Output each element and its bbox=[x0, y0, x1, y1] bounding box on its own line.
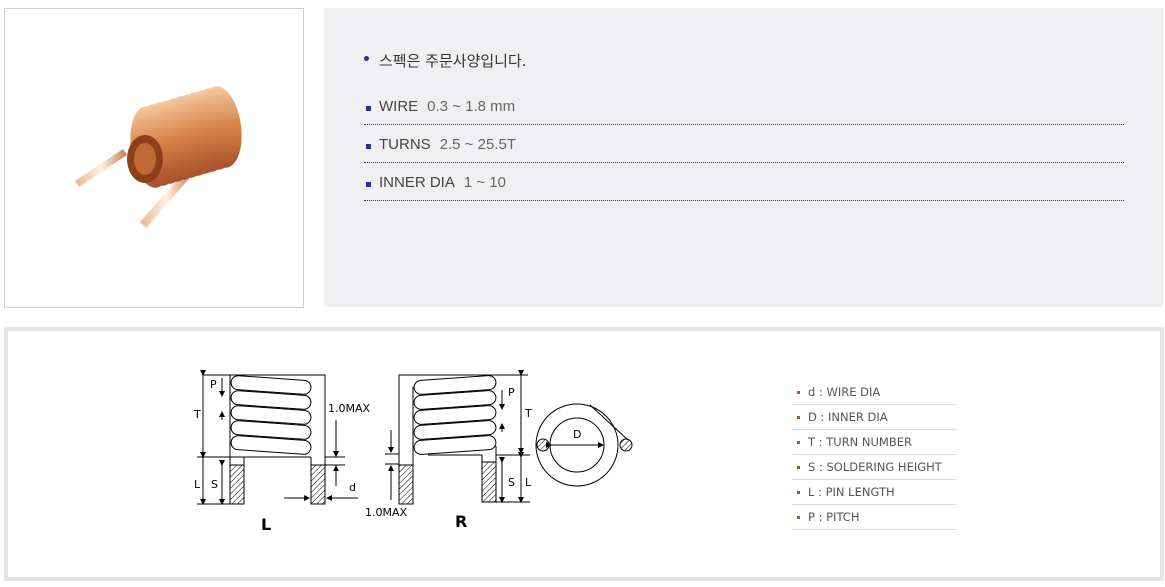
legend-item: S : SOLDERING HEIGHT bbox=[792, 455, 957, 480]
right-coil-drawing bbox=[385, 370, 530, 505]
label-wire-dia: d bbox=[349, 481, 356, 494]
dimension-legend: d : WIRE DIA D : INNER DIA T : TURN NUMB… bbox=[792, 380, 957, 530]
bullet-icon bbox=[366, 143, 371, 149]
spec-key: INNER DIA bbox=[379, 173, 455, 191]
spec-panel: 스펙은 주문사양입니다. WIRE 0.3 ~ 1.8 mm TURNS 2.5 ~… bbox=[324, 8, 1163, 307]
legend-text: d : WIRE DIA bbox=[808, 385, 881, 399]
spec-value: 1 ~ 10 bbox=[463, 173, 506, 191]
bullet-icon bbox=[366, 105, 371, 111]
dimension-panel: P T 1.0MAX L S d L 1.0MAX R P T S L D d … bbox=[4, 327, 1164, 581]
legend-text: L : PIN LENGTH bbox=[808, 485, 895, 499]
bullet-icon bbox=[797, 515, 800, 519]
bullet-icon bbox=[797, 415, 800, 419]
left-coil-drawing bbox=[197, 370, 358, 505]
legend-text: P : PITCH bbox=[808, 510, 860, 524]
legend-item: d : WIRE DIA bbox=[792, 380, 957, 405]
bullet-icon bbox=[364, 56, 369, 61]
bullet-icon bbox=[797, 490, 800, 494]
right-type-title: R bbox=[455, 512, 467, 531]
label-pitch: P bbox=[210, 378, 217, 391]
label-pin-length: L bbox=[525, 476, 532, 489]
spec-key: TURNS bbox=[379, 135, 431, 153]
spec-item-wire: WIRE 0.3 ~ 1.8 mm bbox=[364, 88, 1124, 125]
label-turns: T bbox=[193, 408, 201, 421]
bullet-icon bbox=[797, 390, 800, 394]
spec-value: 2.5 ~ 25.5T bbox=[439, 135, 516, 153]
label-max: 1.0MAX bbox=[365, 506, 408, 519]
left-type-title: L bbox=[261, 515, 271, 534]
legend-text: T : TURN NUMBER bbox=[808, 435, 912, 449]
spec-item-turns: TURNS 2.5 ~ 25.5T bbox=[364, 126, 1124, 163]
label-inner-dia: D bbox=[573, 428, 581, 441]
legend-item: P : PITCH bbox=[792, 505, 957, 530]
legend-item: T : TURN NUMBER bbox=[792, 430, 957, 455]
spec-key: WIRE bbox=[379, 97, 419, 115]
bullet-icon bbox=[797, 440, 800, 444]
bullet-icon bbox=[797, 465, 800, 469]
coil-image bbox=[75, 86, 242, 228]
spec-intro: 스펙은 주문사양입니다. bbox=[364, 50, 527, 71]
spec-value: 0.3 ~ 1.8 mm bbox=[427, 97, 516, 115]
label-soldering: S bbox=[508, 476, 515, 489]
spec-list: WIRE 0.3 ~ 1.8 mm TURNS 2.5 ~ 25.5T INNER … bbox=[364, 88, 1124, 202]
label-max: 1.0MAX bbox=[328, 402, 371, 415]
bullet-icon bbox=[366, 181, 371, 187]
legend-item: L : PIN LENGTH bbox=[792, 480, 957, 505]
label-soldering: S bbox=[211, 478, 218, 491]
legend-text: S : SOLDERING HEIGHT bbox=[808, 460, 942, 474]
label-pin-length: L bbox=[194, 478, 201, 491]
product-photo bbox=[4, 8, 304, 308]
legend-text: D : INNER DIA bbox=[808, 410, 888, 424]
dimension-diagram: P T 1.0MAX L S d L 1.0MAX R P T S L D bbox=[193, 370, 633, 534]
label-turns: T bbox=[524, 407, 532, 420]
end-view-drawing bbox=[535, 403, 633, 487]
legend-item: D : INNER DIA bbox=[792, 405, 957, 430]
label-pitch: P bbox=[508, 386, 515, 399]
spec-intro-text: 스펙은 주문사양입니다. bbox=[379, 52, 527, 70]
spec-item-inner-dia: INNER DIA 1 ~ 10 bbox=[364, 164, 1124, 201]
